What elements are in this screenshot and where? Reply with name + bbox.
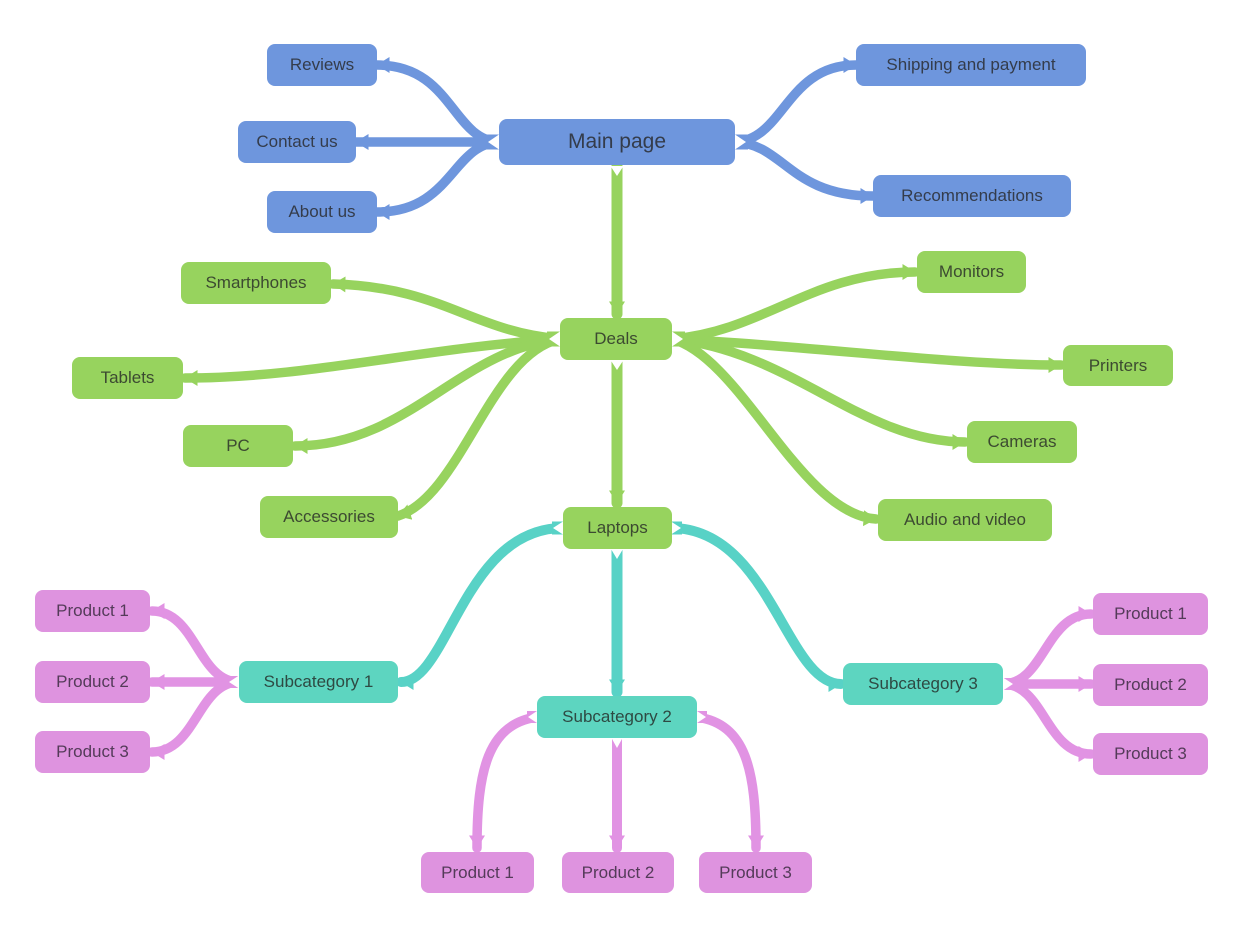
notch-deals-left (549, 331, 560, 347)
edge-main-page-about-us[interactable] (372, 137, 504, 220)
edge-subcategory-1-product-1[interactable] (147, 603, 244, 687)
source-notches (229, 134, 1013, 748)
edge-deals-audio-and-video[interactable] (667, 334, 881, 527)
node-main-page[interactable]: Main page (499, 119, 735, 165)
notch-laptops-left (553, 521, 563, 535)
notch-subcategory-2-bottom (611, 738, 623, 748)
node-accessories[interactable]: Accessories (260, 496, 398, 538)
notch-laptops-right (671, 521, 681, 535)
node-laptops[interactable]: Laptops (563, 507, 672, 549)
node-subcategory-1-product-2[interactable]: Product 2 (35, 661, 150, 703)
edge-deals-smartphones[interactable] (328, 276, 565, 344)
notch-main-page-right (735, 134, 746, 150)
edge-subcategory-2-product-1[interactable] (469, 712, 542, 853)
node-subcategory-3[interactable]: Subcategory 3 (843, 663, 1003, 705)
edge-subcategory-3-product-3[interactable] (998, 679, 1096, 762)
node-smartphones[interactable]: Smartphones (181, 262, 331, 304)
node-deals[interactable]: Deals (560, 318, 672, 360)
edge-deals-monitors[interactable] (667, 264, 920, 344)
notch-subcategory-2-left (528, 711, 537, 723)
node-subcategory-1-product-3[interactable]: Product 3 (35, 731, 150, 773)
edge-deals-accessories[interactable] (393, 334, 565, 521)
node-subcategory-2-product-1[interactable]: Product 1 (421, 852, 534, 893)
notch-main-page-bottom (610, 166, 624, 176)
edge-subcategory-2-product-3[interactable] (692, 712, 764, 853)
node-subcategory-2-product-3[interactable]: Product 3 (699, 852, 812, 893)
node-contact-us[interactable]: Contact us (238, 121, 356, 163)
notch-deals-right (672, 331, 683, 347)
edge-deals-printers[interactable] (667, 334, 1066, 373)
node-subcategory-3-product-3[interactable]: Product 3 (1093, 733, 1208, 775)
node-audio-and-video[interactable]: Audio and video (878, 499, 1052, 541)
edge-deals-tablets[interactable] (180, 334, 565, 386)
node-pc[interactable]: PC (183, 425, 293, 467)
edge-laptops-subcategory-3[interactable] (666, 523, 846, 692)
edge-subcategory-1-product-3[interactable] (147, 677, 244, 760)
node-subcategory-2-product-2[interactable]: Product 2 (562, 852, 674, 893)
node-printers[interactable]: Printers (1063, 345, 1173, 386)
node-subcategory-2[interactable]: Subcategory 2 (537, 696, 697, 738)
edge-main-page-reviews[interactable] (372, 57, 504, 147)
notch-laptops-bottom (611, 549, 623, 559)
node-subcategory-3-product-2[interactable]: Product 2 (1093, 664, 1208, 706)
node-recommendations[interactable]: Recommendations (873, 175, 1071, 217)
edge-deals-cameras[interactable] (667, 334, 970, 450)
edge-main-page-recommendations[interactable] (730, 137, 878, 204)
node-monitors[interactable]: Monitors (917, 251, 1026, 293)
edge-main-page-shipping-and-payment[interactable] (730, 57, 861, 147)
notch-subcategory-3 (1003, 677, 1013, 691)
notch-subcategory-1 (229, 675, 239, 689)
edge-laptops-subcategory-1[interactable] (396, 523, 568, 690)
edge-deals-pc[interactable] (290, 334, 565, 454)
node-cameras[interactable]: Cameras (967, 421, 1077, 463)
notch-deals-bottom (610, 360, 624, 370)
node-about-us[interactable]: About us (267, 191, 377, 233)
node-subcategory-1[interactable]: Subcategory 1 (239, 661, 398, 703)
notch-main-page-left (488, 134, 499, 150)
node-reviews[interactable]: Reviews (267, 44, 377, 86)
node-subcategory-3-product-1[interactable]: Product 1 (1093, 593, 1208, 635)
node-tablets[interactable]: Tablets (72, 357, 183, 399)
node-shipping-and-payment[interactable]: Shipping and payment (856, 44, 1086, 86)
node-subcategory-1-product-1[interactable]: Product 1 (35, 590, 150, 632)
notch-subcategory-2-right (697, 711, 706, 723)
edge-subcategory-3-product-1[interactable] (998, 606, 1096, 689)
